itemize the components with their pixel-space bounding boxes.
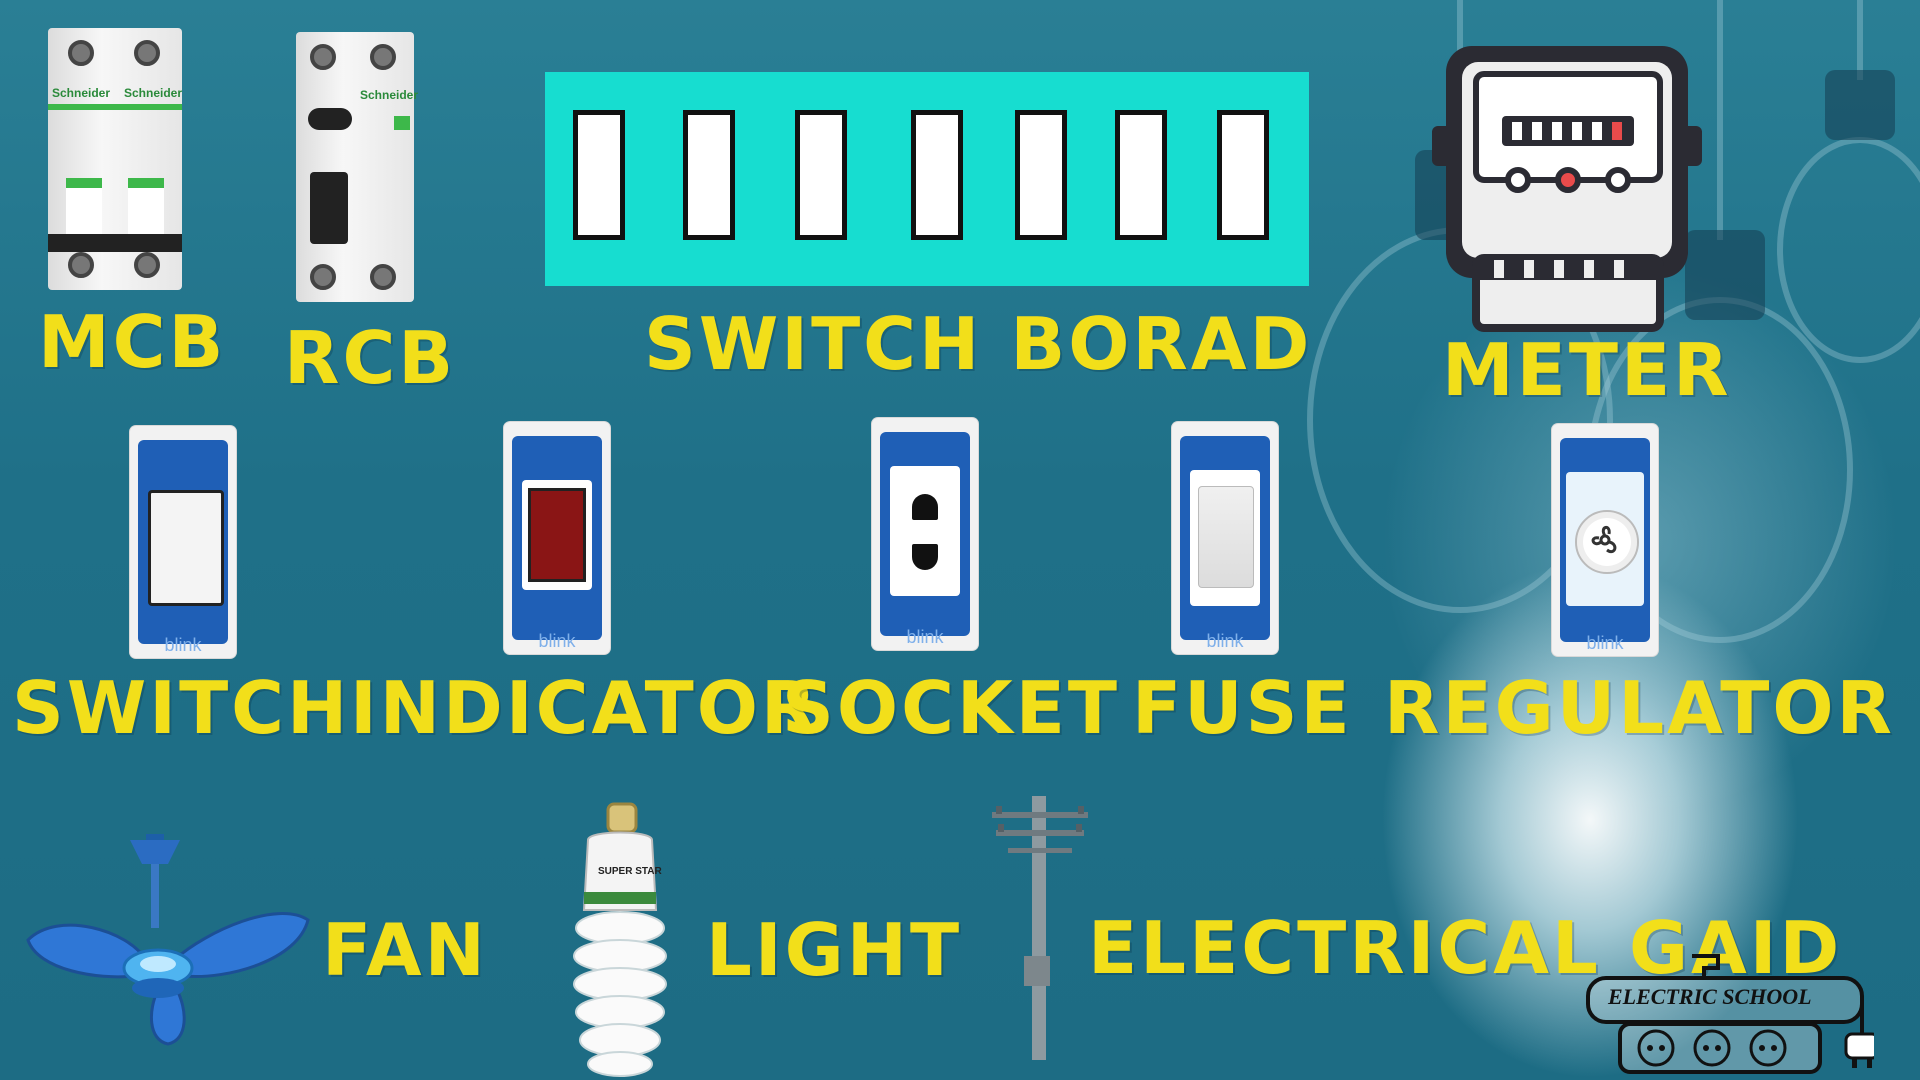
fan-label: FAN: [322, 908, 488, 992]
rcb-brand: Schneider: [360, 88, 419, 102]
socket-label: SOCKET: [782, 666, 1120, 750]
screw-icon: [370, 44, 396, 70]
screw-icon: [134, 252, 160, 278]
regulator-brand: blink: [1586, 633, 1624, 653]
fuse-cartridge: [1198, 486, 1254, 588]
logo-graphic: [1586, 954, 1874, 1074]
screw-icon: [68, 40, 94, 66]
switch-brand: blink: [164, 635, 202, 655]
switchboard-slot: [573, 110, 625, 240]
fuse-brand: blink: [1206, 631, 1244, 651]
switchboard-slot: [911, 110, 963, 240]
socket-brand: blink: [906, 627, 944, 647]
meter-label: METER: [1442, 328, 1732, 412]
switch-label: SWITCH: [12, 666, 351, 750]
switchboard-slot: [1217, 110, 1269, 240]
meter-icon: [1432, 46, 1702, 332]
socket-hole-icon: [912, 494, 938, 520]
regulator-knob: [1575, 510, 1639, 574]
mcb-brand-2: Schneider: [124, 86, 183, 100]
screw-icon: [370, 264, 396, 290]
mcb-label: MCB: [38, 300, 227, 384]
light-label: LIGHT: [706, 908, 963, 992]
socket-hole-icon-2: [912, 544, 938, 570]
rcb-device: Schneider: [296, 32, 418, 302]
bulb-brand: SUPER STAR: [598, 866, 662, 877]
switch-plate: blink: [130, 426, 236, 658]
mcb-dark-band: [48, 234, 182, 252]
indicator-brand: blink: [538, 631, 576, 651]
regulator-face: [1566, 472, 1644, 606]
mcb-toggle-2: [128, 178, 164, 238]
rcb-toggle: [310, 172, 348, 244]
logo-text: ELECTRIC SCHOOL: [1608, 984, 1812, 1009]
mcb-toggle: [66, 178, 102, 238]
switchboard-slot: [795, 110, 847, 240]
indicator-red-lens: [528, 488, 586, 582]
mcb-green-stripe: [48, 104, 182, 110]
screw-icon: [134, 40, 160, 66]
indicator-lamp: [522, 480, 592, 590]
switchboard-slot: [1115, 110, 1167, 240]
fuse-label: FUSE: [1132, 666, 1353, 750]
mcb-device: Schneider Schneider: [48, 28, 182, 290]
regulator-label: REGULATOR: [1384, 666, 1895, 750]
screw-icon: [68, 252, 94, 278]
ceiling-fan-icon: [26, 834, 310, 1046]
mcb-brand: Schneider: [52, 86, 111, 100]
cfl-bulb-icon: [573, 802, 667, 1077]
switchboard-panel: [545, 72, 1309, 286]
indicator-plate: blink: [504, 422, 610, 654]
switchboard-slot: [1015, 110, 1067, 240]
rcb-test-button: [308, 108, 352, 130]
fan-symbol-icon: [1591, 526, 1617, 554]
switchboard-label: SWITCH BORAD: [644, 302, 1313, 386]
fuse-holder: [1190, 470, 1260, 606]
rcb-green-mark: [394, 116, 410, 130]
switchboard-slot: [683, 110, 735, 240]
screw-icon: [310, 44, 336, 70]
socket-plate: blink: [872, 418, 978, 650]
indicator-label: INDICATOR: [350, 666, 820, 750]
regulator-plate: blink: [1552, 424, 1658, 656]
switch-rocker: [148, 490, 224, 606]
screw-icon: [310, 264, 336, 290]
electric-pole-icon: [992, 796, 1088, 1060]
fuse-plate: blink: [1172, 422, 1278, 654]
rcb-label: RCB: [284, 316, 457, 400]
socket-face: [890, 466, 960, 596]
electric-school-logo: ELECTRIC SCHOOL: [1584, 948, 1874, 1076]
